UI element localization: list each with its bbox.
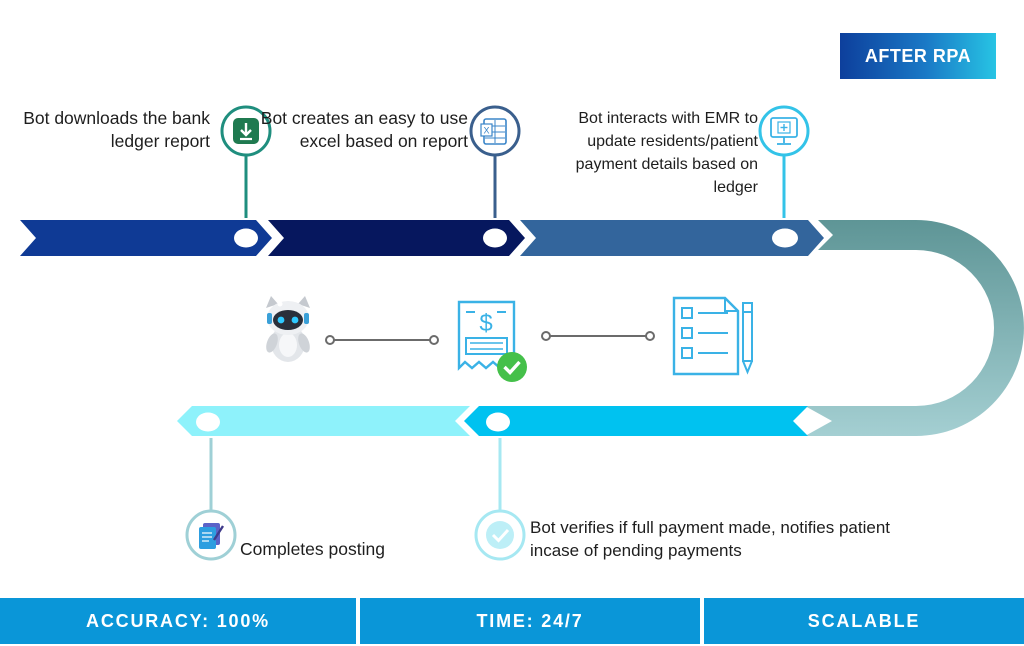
step-3-text: Bot interacts with EMR to update residen…: [575, 110, 758, 196]
arrow-segment-1: [20, 220, 272, 256]
svg-text:X: X: [483, 126, 489, 136]
timeline-dot-2: [483, 228, 507, 248]
download-icon: [220, 105, 272, 157]
document-pen-icon: [185, 509, 237, 561]
checkmark-icon: [474, 509, 526, 561]
step-5-text: Completes posting: [240, 539, 385, 559]
footer-time: TIME: 24/7: [360, 598, 700, 644]
arrow-segment-2: [268, 220, 525, 256]
middle-connector-2: [541, 331, 655, 341]
after-rpa-badge: AFTER RPA: [840, 33, 996, 79]
timeline-dot-1: [234, 228, 258, 248]
arrow-segment-3: [520, 220, 824, 256]
timeline-dot-5: [196, 412, 220, 432]
footer-bar: ACCURACY: 100% TIME: 24/7 SCALABLE: [0, 598, 1024, 644]
arrow-segment-4: [464, 406, 808, 436]
svg-text:$: $: [479, 310, 492, 337]
robot-icon: [266, 296, 310, 362]
step-2-text: Bot creates an easy to use excel based o…: [260, 108, 468, 151]
timeline-dot-3: [772, 228, 798, 248]
monitor-icon: [758, 105, 810, 157]
excel-file-icon: X: [469, 105, 521, 157]
timeline-dot-4: [486, 412, 510, 432]
step-1-text: Bot downloads the bank ledger report: [23, 108, 210, 151]
step-4-text: Bot verifies if full payment made, notif…: [530, 518, 891, 560]
receipt-icon: $: [457, 300, 527, 382]
checklist-icon: [672, 296, 753, 376]
footer-scalable: SCALABLE: [704, 598, 1024, 644]
curve-connector: [805, 220, 1024, 436]
middle-connector-1: [325, 335, 439, 345]
arrow-segment-5: [177, 406, 470, 436]
footer-accuracy: ACCURACY: 100%: [0, 598, 356, 644]
